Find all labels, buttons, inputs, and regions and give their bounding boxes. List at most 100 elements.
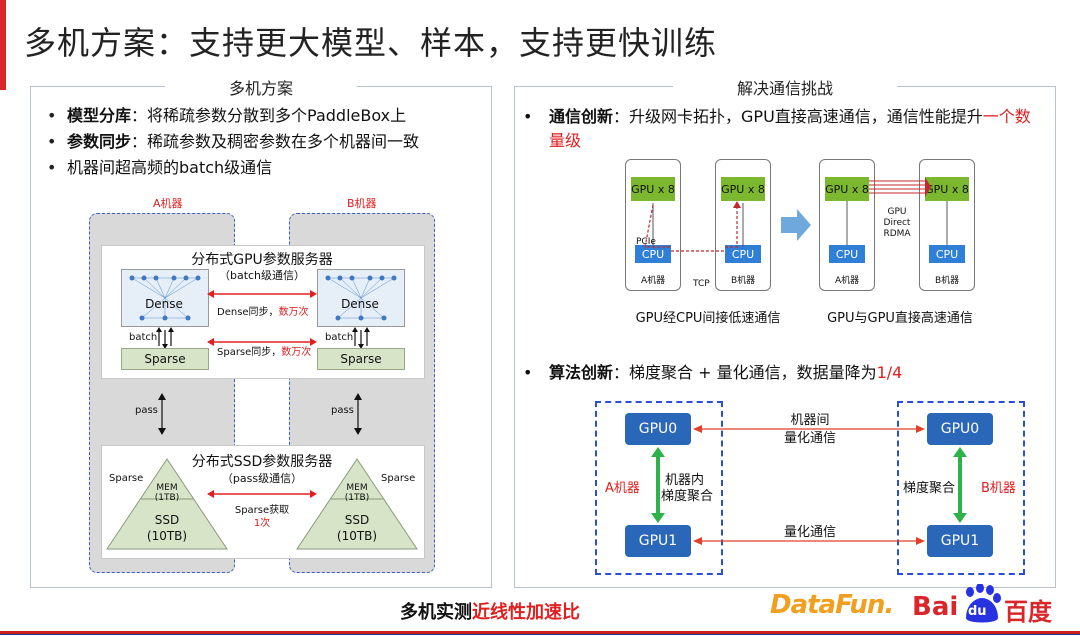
right-panel: 解决通信挑战 • 通信创新：升级网卡拓扑，GPU直接高速通信，通信性能提升一个数… xyxy=(514,79,1056,588)
gpu-direct-rdma-label: GPU Direct RDMA xyxy=(883,207,911,239)
slide-title: 多机方案：支持更大模型、样本，支持更快训练 xyxy=(24,24,718,62)
sparse-fetch-arrow xyxy=(207,490,317,498)
neural-net-icon xyxy=(325,275,397,321)
inner-machine-label-1: 机器内 xyxy=(665,473,705,488)
batch-arrows-a xyxy=(156,327,174,349)
bullet-item: 机器间超高频的batch级通信 xyxy=(41,155,483,181)
neural-net-icon xyxy=(129,275,201,321)
cpu-block: CPU xyxy=(929,245,965,263)
pass-arrow-b xyxy=(354,393,362,435)
dense-label-a: Dense xyxy=(145,297,183,311)
pcie-label: PCIe xyxy=(636,237,656,247)
quant-arrow-bottom xyxy=(693,537,925,545)
bullet-item: 参数同步：稀疏参数及稠密参数在多个机器间一致 xyxy=(41,129,483,155)
gpu-block: GPU x 8 xyxy=(631,177,675,201)
dense-sync-label: Dense同步，数万次 xyxy=(217,307,309,318)
sparse-fetch-count: 1次 xyxy=(253,518,271,529)
cpu-block: CPU xyxy=(725,245,761,263)
right-panel-heading: 解决通信挑战 xyxy=(672,79,897,98)
topo-right-links xyxy=(846,177,948,245)
storage-pyramid-b xyxy=(296,458,418,550)
batch-arrows-b xyxy=(352,327,370,349)
tcp-label: TCP xyxy=(693,279,710,289)
bullet-item: 模型分库：将稀疏参数分散到多个PaddleBox上 xyxy=(41,103,483,129)
gpu1-b: GPU1 xyxy=(927,525,993,557)
caption-indirect: GPU经CPU间接低速通信 xyxy=(635,311,781,326)
machine-a-label: A机器 xyxy=(153,197,183,210)
inner-machine-label-2: 梯度聚合 xyxy=(661,489,714,504)
batch-label-b: batch xyxy=(325,332,354,343)
cpu-block: CPU xyxy=(635,245,671,263)
pass-label-a: pass xyxy=(135,405,158,416)
gpu-block: GPU x 8 xyxy=(721,177,765,201)
cpu-block: CPU xyxy=(829,245,865,263)
baidu-logo: Bai du 百度 xyxy=(912,584,1072,628)
ssd-server-subtitle: （pass级通信） xyxy=(221,472,303,485)
ssd-size-a: (10TB) xyxy=(146,529,188,543)
gpu-server-subtitle: （batch级通信） xyxy=(218,269,306,282)
grad-agg-arrow-a xyxy=(651,447,665,523)
topo-right-b-frame xyxy=(919,159,975,291)
grad-agg-arrow-b xyxy=(953,447,967,523)
left-bullets: 模型分库：将稀疏参数分散到多个PaddleBox上 参数同步：稀疏参数及稠密参数… xyxy=(41,103,483,181)
gpu-block: GPU x 8 xyxy=(825,177,869,201)
datafun-logo: DataFun. xyxy=(770,590,894,620)
algo-b-frame xyxy=(897,401,1025,575)
footer-divider xyxy=(0,631,1080,635)
quant-arrow-top xyxy=(693,425,925,433)
baidu-paw-icon xyxy=(966,584,1001,623)
algo-innovation-bullet: • 算法创新：梯度聚合 + 量化通信，数据量降为1/4 xyxy=(523,363,903,382)
a-machine-label: A机器 xyxy=(835,276,860,286)
mem-size-b: (1TB) xyxy=(344,493,370,503)
sparse-text-a: Sparse xyxy=(109,473,144,484)
ssd-server-title: 分布式SSD参数服务器 xyxy=(191,454,333,470)
caption-direct: GPU与GPU直接高速通信 xyxy=(827,311,973,326)
gpu0-b: GPU0 xyxy=(927,413,993,445)
comm-innovation-bullet: • 通信创新：升级网卡拓扑，GPU直接高速通信，通信性能提升一个数量级 xyxy=(523,107,1031,150)
inter-machine-label-1: 机器间 xyxy=(790,413,830,428)
transition-arrow-icon xyxy=(781,209,811,241)
dense-label-b: Dense xyxy=(341,297,379,311)
mem-size-a: (1TB) xyxy=(154,493,180,503)
topo-left-b-frame xyxy=(715,159,771,291)
baidu-logo-bai: Bai xyxy=(912,592,959,622)
sparse-box-b: Sparse xyxy=(317,348,405,370)
ssd-label-b: SSD xyxy=(344,513,370,527)
a-machine-label: A机器 xyxy=(641,276,666,286)
storage-pyramid-a xyxy=(106,458,228,550)
gpu1-a: GPU1 xyxy=(625,525,691,557)
dense-network-b xyxy=(317,269,405,327)
sparse-sync-arrow xyxy=(207,338,317,346)
gpu0-a: GPU0 xyxy=(625,413,691,445)
gpu-block: GPU x 8 xyxy=(925,177,969,201)
inter-machine-label-2: 量化通信 xyxy=(783,431,836,446)
left-panel-heading: 多机方案 xyxy=(164,79,357,98)
pass-arrow-a xyxy=(158,393,166,435)
footer-caption: 多机实测近线性加速比 xyxy=(400,602,580,623)
b-machine-label: B机器 xyxy=(935,276,960,286)
accent-bar xyxy=(0,0,6,90)
baidu-logo-du: du xyxy=(968,604,987,619)
sparse-sync-label: Sparse同步，数万次 xyxy=(217,347,312,358)
sparse-box-a: Sparse xyxy=(121,348,209,370)
mem-label-b: MEM xyxy=(346,483,368,493)
ssd-label-a: SSD xyxy=(154,513,180,527)
pass-label-b: pass xyxy=(331,405,354,416)
dense-network-a xyxy=(121,269,209,327)
quant-comm-label: 量化通信 xyxy=(783,525,836,540)
sparse-fetch-label: Sparse获取 xyxy=(234,505,290,516)
grad-agg-label: 梯度聚合 xyxy=(903,481,956,496)
dense-sync-arrow xyxy=(207,290,317,298)
machine-b-label: B机器 xyxy=(347,197,377,210)
algo-a-frame xyxy=(595,401,723,575)
topo-left-a-frame xyxy=(625,159,681,291)
mem-label-a: MEM xyxy=(156,483,178,493)
left-panel: 多机方案 模型分库：将稀疏参数分散到多个PaddleBox上 参数同步：稀疏参数… xyxy=(30,79,492,588)
gpu-server-title: 分布式GPU参数服务器 xyxy=(191,252,333,268)
topo-right-a-frame xyxy=(819,159,875,291)
algo-b-machine-label: B机器 xyxy=(981,481,1016,496)
topo-left-links xyxy=(644,201,744,252)
ssd-size-b: (10TB) xyxy=(336,529,378,543)
algo-a-machine-label: A机器 xyxy=(605,481,640,496)
baidu-logo-cn: 百度 xyxy=(1004,598,1052,626)
